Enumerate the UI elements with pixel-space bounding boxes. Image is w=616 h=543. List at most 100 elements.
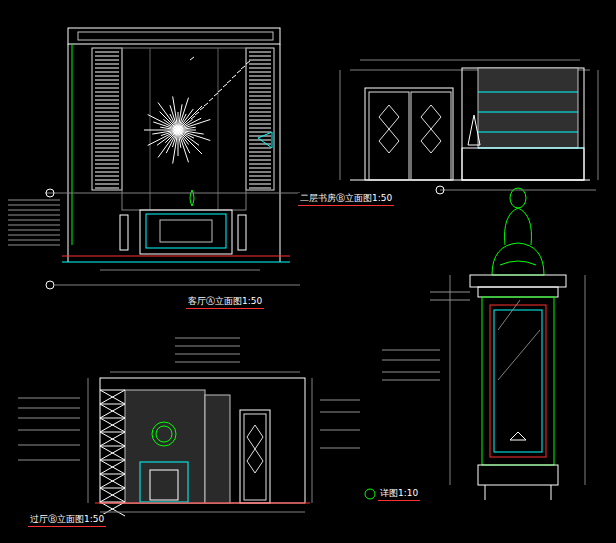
cad-line: [100, 460, 125, 461]
cad-line: [100, 502, 125, 503]
cad-line: [249, 168, 271, 169]
cad-line: [95, 124, 119, 125]
cad-line: [95, 80, 119, 81]
cad-line: [232, 75, 236, 78]
drawing-title: 二层书房Ⓑ立面图1:50: [298, 193, 394, 206]
cad-line: [95, 104, 119, 105]
cad-line: [100, 446, 125, 460]
cad-line: [249, 60, 271, 61]
cad-line: [95, 76, 119, 77]
detail-title: 详图1:10: [378, 488, 420, 501]
cad-line: [95, 144, 119, 145]
cad-line: [100, 488, 125, 502]
cad-line: [178, 109, 193, 130]
cad-line: [237, 70, 241, 73]
cad-line: [218, 89, 222, 92]
cad-line: [95, 164, 119, 165]
cad-line: [249, 160, 271, 161]
cad-line: [95, 180, 119, 181]
cad-line: [100, 390, 125, 404]
cad-line: [95, 184, 119, 185]
cad-line: [249, 180, 271, 181]
cad-line: [8, 220, 60, 221]
cad-line: [249, 136, 271, 137]
cad-line: [249, 96, 271, 97]
cad-line: [8, 245, 60, 246]
cad-line: [100, 474, 125, 475]
cad-line: [249, 88, 271, 89]
cad-line: [191, 116, 195, 119]
cad-line: [95, 132, 119, 133]
cad-line: [249, 100, 271, 101]
cad-line: [195, 112, 199, 115]
cad-line: [249, 148, 271, 149]
cad-line: [95, 68, 119, 69]
cad-line: [170, 105, 178, 130]
cad-line: [95, 172, 119, 173]
cad-line: [249, 164, 271, 165]
drawing-title: 过厅Ⓑ立面图1:50: [28, 514, 106, 527]
cad-line: [95, 140, 119, 141]
cad-line: [8, 210, 60, 211]
cad-line: [95, 84, 119, 85]
cad-line: [200, 107, 204, 110]
cad-line: [100, 474, 125, 488]
cad-line: [227, 80, 231, 83]
cad-line: [249, 132, 271, 133]
cad-line: [249, 116, 271, 117]
cad-line: [95, 108, 119, 109]
cad-line: [100, 418, 125, 419]
cad-line: [100, 488, 125, 502]
study-elevation: [340, 60, 598, 194]
drawing-title: 客厅Ⓐ立面图1:50: [186, 296, 264, 309]
cad-line: [100, 432, 125, 446]
cad-line: [148, 130, 178, 145]
cad-line: [249, 56, 271, 57]
cad-line: [100, 460, 125, 474]
cad-line: [100, 432, 125, 446]
cad-line: [100, 390, 125, 404]
cad-line: [249, 104, 271, 105]
cad-line: [173, 96, 178, 130]
cad-line: [209, 98, 213, 101]
cad-line: [95, 160, 119, 161]
cad-line: [95, 60, 119, 61]
cad-line: [246, 61, 250, 64]
cad-line: [249, 120, 271, 121]
cad-line: [95, 92, 119, 93]
cad-line: [95, 64, 119, 65]
cad-line: [249, 68, 271, 69]
cad-line: [95, 148, 119, 149]
cad-line: [249, 112, 271, 113]
cad-line: [95, 56, 119, 57]
cad-line: [100, 446, 125, 460]
cad-line: [249, 184, 271, 185]
cad-line: [95, 88, 119, 89]
cad-line: [100, 474, 125, 488]
cad-line: [95, 120, 119, 121]
cad-line: [8, 205, 60, 206]
cad-line: [204, 103, 208, 106]
cad-line: [100, 432, 125, 433]
cad-line: [8, 235, 60, 236]
hall-elevation: [18, 338, 360, 516]
cad-line: [178, 127, 196, 130]
cad-line: [249, 188, 271, 189]
cad-line: [249, 84, 271, 85]
cad-line: [95, 156, 119, 157]
cad-line: [178, 130, 199, 145]
cad-line: [190, 57, 194, 60]
cad-line: [152, 130, 178, 134]
cad-line: [249, 152, 271, 153]
cad-line: [95, 96, 119, 97]
cad-line: [178, 130, 189, 162]
cad-line: [100, 404, 125, 418]
cad-line: [100, 404, 125, 418]
cad-line: [249, 124, 271, 125]
cad-line: [100, 390, 125, 391]
cad-line: [249, 64, 271, 65]
cad-line: [100, 418, 125, 432]
cad-line: [158, 102, 178, 130]
living-room-elevation: [8, 28, 300, 289]
